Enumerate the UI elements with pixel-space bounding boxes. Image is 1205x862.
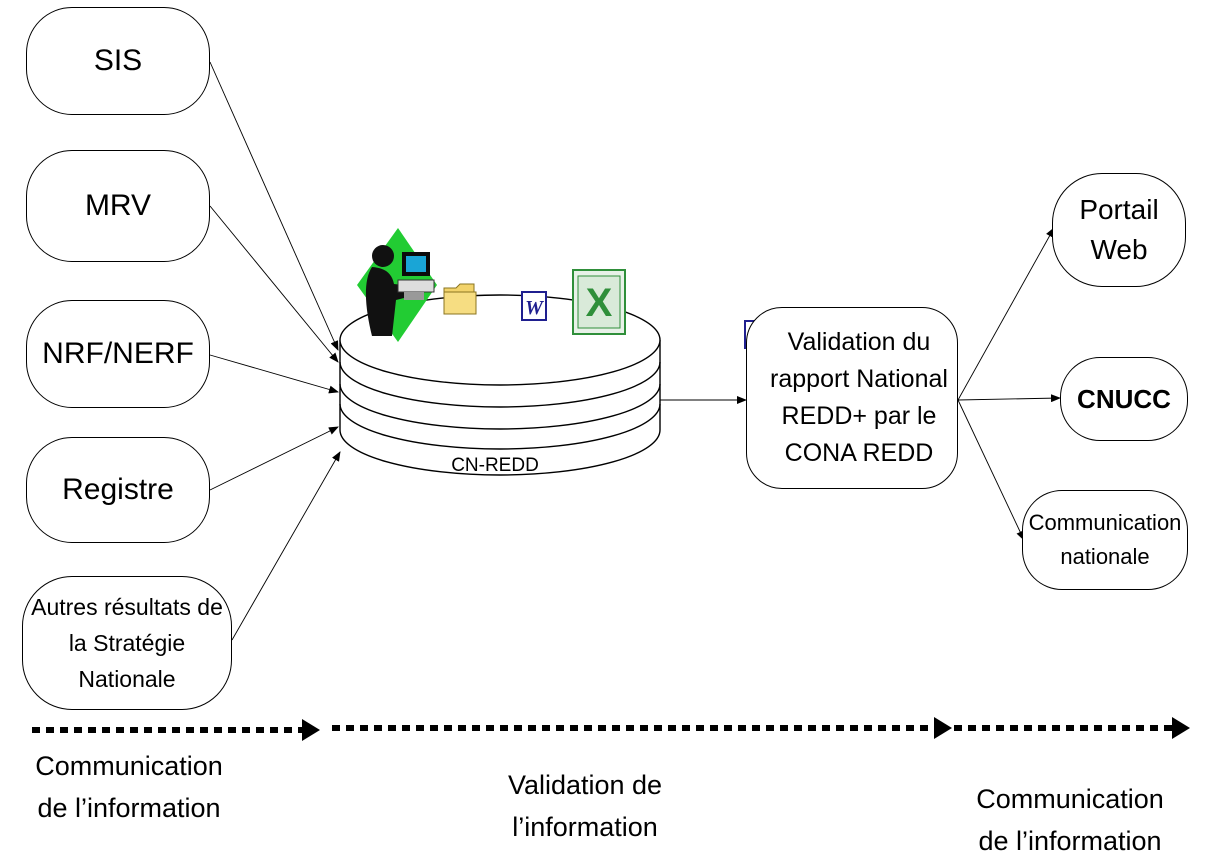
source-registre: Registre [26,437,210,543]
svg-text:W: W [525,297,544,319]
source-mrv: MRV [26,150,210,262]
arrow-sis [209,61,339,351]
source-registre-label: Registre [62,473,174,506]
phase-label-2: Validation de l’information [480,764,690,848]
source-nrf-nerf: NRF/NERF [26,300,210,408]
svg-text:X: X [586,281,613,325]
source-autres-line-1: Autres résultats de [31,594,223,620]
folder-icon [443,283,477,315]
source-autres-line-2: la Stratégie [68,630,186,656]
phase-arrow-2-head [934,717,952,739]
source-nrf-label: NRF/NERF [42,337,194,370]
output-portail-web: Portail Web [1052,173,1186,287]
validation-line-3: REDD+ par le [781,402,937,430]
arrow-mrv [209,205,339,363]
output-cnucc: CNUCC [1060,357,1188,441]
phase-label-1-line-1: Communication [35,751,223,781]
source-sis-label: SIS [93,44,143,77]
arrow-nrf [209,354,339,394]
phase-arrows [32,717,1190,741]
phase-label-3: Communication de l’information [955,778,1185,862]
word-icon: W [521,291,547,321]
excel-icon: X [572,269,626,335]
validation-line-2: rapport National [770,365,948,393]
arrow-autres [231,451,341,641]
user-at-computer-icon [357,228,437,342]
arrow-to-cnucc [957,394,1061,403]
phase-label-2-line-2: l’information [512,812,658,842]
validation-line-1: Validation du [787,328,931,356]
phase-arrow-1-head [302,719,320,741]
phase-label-1: Communication de l’information [14,745,244,829]
phase-label-3-line-1: Communication [976,784,1164,814]
phase-label-2-line-1: Validation de [507,770,663,800]
arrow-to-communication [957,399,1025,541]
output-portail-line-1: Portail [1079,194,1159,225]
validation-box: Validation du rapport National REDD+ par… [746,307,958,489]
validation-line-4: CONA REDD [784,439,934,467]
source-autres-line-3: Nationale [78,666,176,692]
phase-arrow-3-head [1172,717,1190,739]
arrow-to-portail [957,227,1055,401]
source-autres: Autres résultats de la Stratégie Nationa… [22,576,232,710]
output-portail-line-2: Web [1090,234,1148,265]
phase-label-3-line-2: de l’information [978,826,1162,856]
arrow-registre [209,426,339,491]
source-sis: SIS [26,7,210,115]
output-communication-nationale: Communication nationale [1022,490,1188,590]
database-label: CN-REDD [451,455,539,476]
source-arrows [209,61,1061,641]
source-mrv-label: MRV [84,189,152,222]
output-communication-line-1: Communication [1028,510,1182,535]
phase-label-1-line-2: de l’information [37,793,221,823]
output-cnucc-label: CNUCC [1077,383,1171,414]
output-communication-line-2: nationale [1060,544,1150,569]
